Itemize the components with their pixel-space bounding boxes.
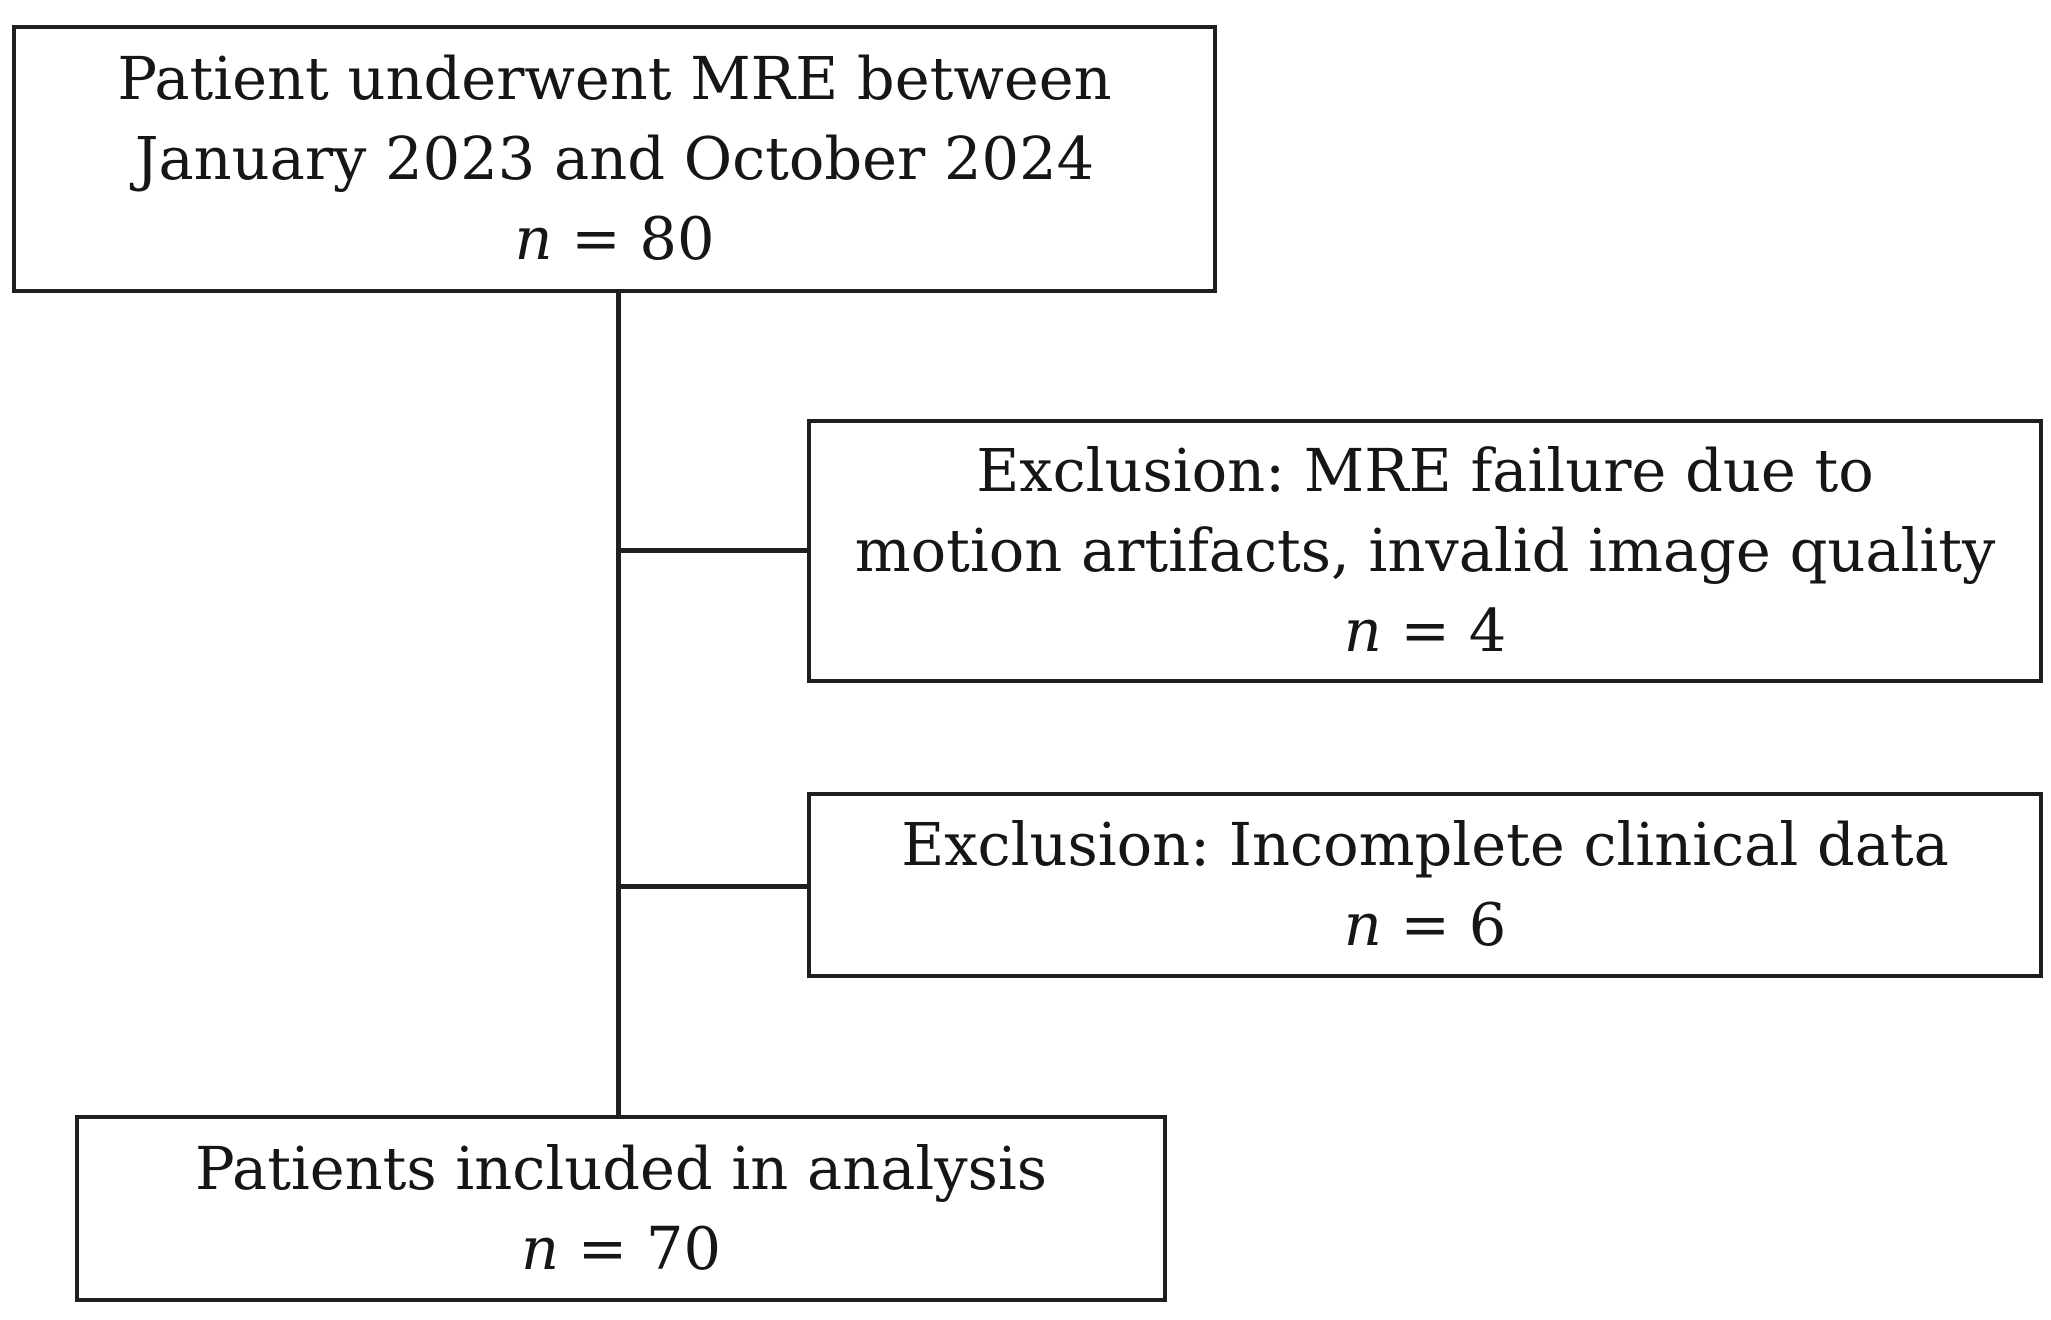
n-symbol: n <box>514 204 553 273</box>
exclusion-incomplete-data-box: Exclusion: Incomplete clinical data n = … <box>807 792 2043 978</box>
enrollment-n-count: n = 80 <box>514 199 714 279</box>
n-symbol: n <box>1343 890 1382 959</box>
enrollment-line-2: January 2023 and October 2024 <box>134 124 1095 193</box>
exclusion1-n-count: n = 4 <box>1344 591 1506 671</box>
exclusion2-n-count: n = 6 <box>1344 885 1506 965</box>
n-symbol: n <box>1343 596 1382 665</box>
exclusion1-line-1: Exclusion: MRE failure due to <box>976 436 1874 505</box>
connector-branch-exclusion2 <box>620 884 812 889</box>
included-line-1: Patients included in analysis <box>194 1133 1048 1203</box>
n-value: = 80 <box>552 204 715 273</box>
n-value: = 70 <box>558 1213 722 1283</box>
enrollment-line-1: Patient underwent MRE between <box>117 44 1112 113</box>
exclusion1-line-2: motion artifacts, invalid image quality <box>854 516 1996 585</box>
included-in-analysis-box: Patients included in analysis n = 70 <box>75 1115 1167 1302</box>
n-value: = 6 <box>1381 890 1507 959</box>
enrollment-box: Patient underwent MRE between January 20… <box>12 25 1217 293</box>
n-value: = 4 <box>1381 596 1507 665</box>
exclusion-mre-failure-box: Exclusion: MRE failure due to motion art… <box>807 419 2043 683</box>
exclusion2-line-1: Exclusion: Incomplete clinical data <box>901 810 1949 879</box>
connector-vertical-spine <box>616 292 621 1116</box>
included-n-count: n = 70 <box>521 1209 721 1289</box>
connector-branch-exclusion1 <box>620 548 812 553</box>
n-symbol: n <box>520 1213 559 1283</box>
